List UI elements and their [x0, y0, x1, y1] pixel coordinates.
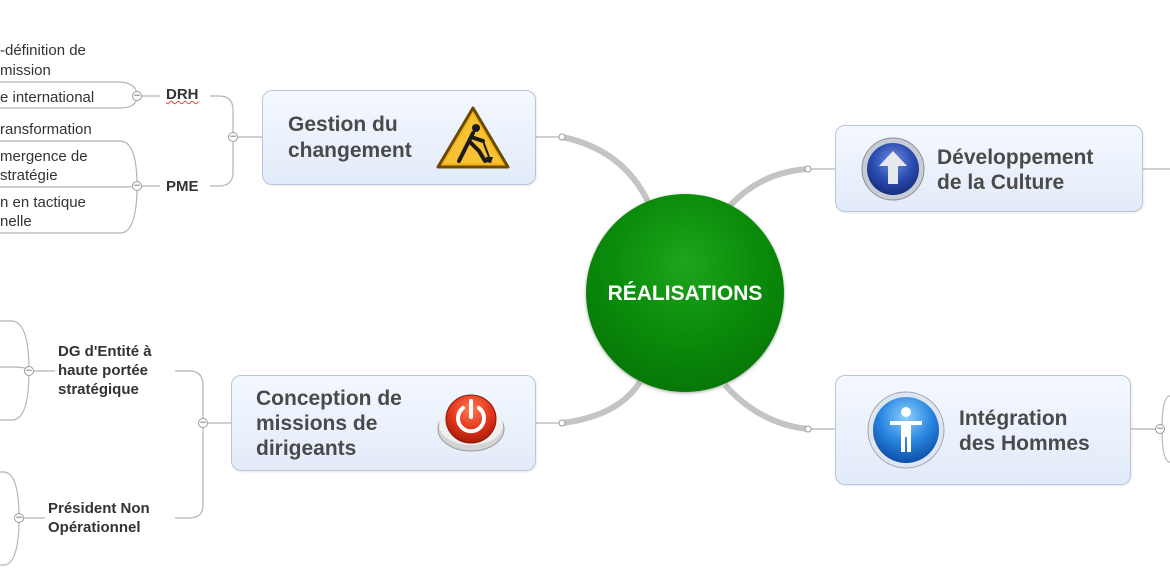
central-topic-label: RÉALISATIONS — [607, 282, 763, 305]
topic-developpement-culture[interactable]: Développement de la Culture — [835, 125, 1143, 212]
collapse-toggle-dg-entite[interactable]: − — [24, 366, 34, 376]
subtopic-dg-entite-line2[interactable]: haute portée — [58, 362, 149, 379]
leaf-emergence-line2[interactable]: stratégie — [0, 167, 58, 184]
central-topic[interactable]: RÉALISATIONS — [586, 194, 784, 392]
topic-label-line2: de la Culture — [937, 171, 1065, 194]
leaf-tactique-line2[interactable]: nelle — [0, 213, 32, 230]
person-icon — [867, 391, 945, 469]
leaf-redefinition-line1[interactable]: -définition de — [0, 42, 86, 59]
topic-conception-missions[interactable]: Conception de missions de dirigeants — [231, 375, 536, 471]
topic-integration-hommes[interactable]: Intégration des Hommes — [835, 375, 1131, 485]
topic-label-line2: des Hommes — [959, 432, 1090, 455]
leaf-international[interactable]: e international — [0, 89, 95, 106]
topic-label-line1: Développement — [937, 146, 1094, 169]
collapse-toggle-president[interactable]: − — [14, 513, 24, 523]
subtopic-president-line2[interactable]: Opérationnel — [48, 519, 141, 536]
subtopic-pme[interactable]: PME — [166, 178, 199, 195]
leaf-redefinition-line2[interactable]: mission — [0, 62, 51, 79]
up-arrow-icon — [861, 137, 925, 201]
topic-label-line1: Conception de — [256, 387, 402, 410]
leaf-transformation[interactable]: ransformation — [0, 121, 92, 138]
construction-worker-icon — [436, 106, 510, 169]
power-button-icon — [437, 394, 505, 452]
topic-label-line1: Gestion du — [288, 113, 398, 136]
collapse-toggle-integration[interactable]: − — [1155, 424, 1165, 434]
topic-label-line1: Intégration — [959, 407, 1068, 430]
subtopic-president-line1[interactable]: Président Non — [48, 500, 150, 517]
collapse-toggle-pme[interactable]: − — [132, 181, 142, 191]
collapse-toggle-drh[interactable]: − — [132, 91, 142, 101]
topic-label-line2: missions de — [256, 412, 378, 435]
leaf-tactique-line1[interactable]: n en tactique — [0, 194, 86, 211]
topic-gestion-du-changement[interactable]: Gestion du changement — [262, 90, 536, 185]
collapse-toggle-conception[interactable]: − — [198, 418, 208, 428]
subtopic-drh[interactable]: DRH — [166, 86, 199, 103]
collapse-toggle-gestion[interactable]: − — [228, 132, 238, 142]
topic-label-line3: dirigeants — [256, 437, 357, 460]
leaf-emergence-line1[interactable]: mergence de — [0, 148, 88, 165]
subtopic-dg-entite-line3[interactable]: stratégique — [58, 381, 139, 398]
subtopic-dg-entite-line1[interactable]: DG d'Entité à — [58, 343, 152, 360]
topic-label-line2: changement — [288, 139, 412, 162]
